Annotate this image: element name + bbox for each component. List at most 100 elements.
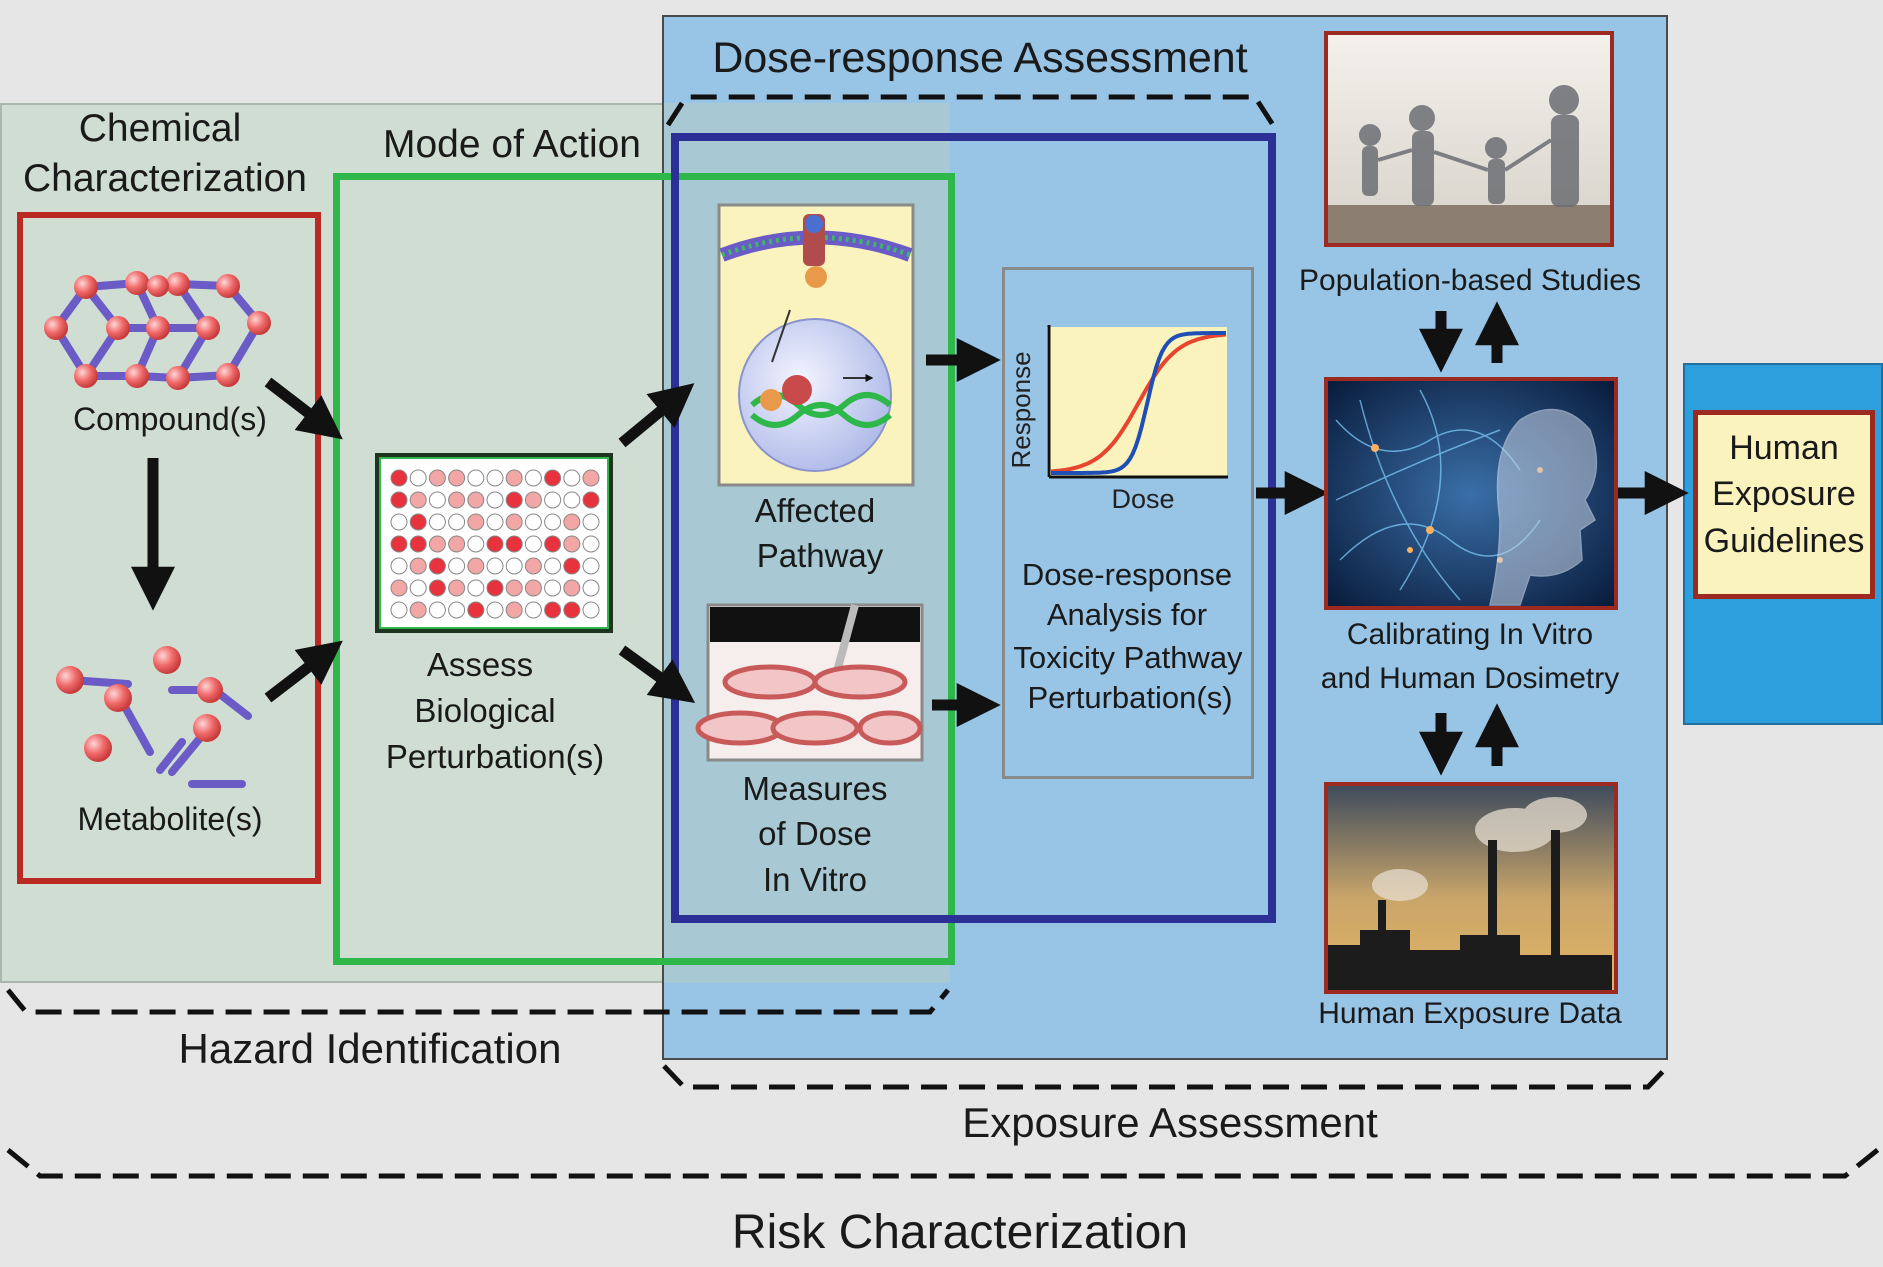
plate-well — [467, 535, 485, 553]
plate-well — [390, 469, 408, 487]
plate-well — [505, 491, 523, 509]
plate-well — [563, 557, 581, 575]
plate-well — [582, 579, 600, 597]
mode-of-action-box — [333, 173, 955, 965]
calibrating-line2: and Human Dosimetry — [1320, 662, 1620, 695]
compound-label: Compound(s) — [73, 401, 267, 437]
hazard-stage-label: Hazard Identification — [178, 1025, 562, 1072]
metabolite-label: Metabolite(s) — [77, 801, 263, 837]
cell-pathway-icon — [717, 203, 915, 487]
plate-well — [524, 535, 542, 553]
plate-well — [390, 579, 408, 597]
plate-well — [409, 491, 427, 509]
red-response-curve — [1050, 332, 1227, 474]
chart-y-label: Response — [1006, 351, 1036, 468]
plate-well — [563, 601, 581, 619]
plate-well — [486, 601, 504, 619]
plate-well — [409, 535, 427, 553]
measures-line3: In Vitro — [763, 861, 867, 898]
plate-well — [582, 513, 600, 531]
assess-label-line1: Assess — [426, 646, 534, 683]
affected-pathway-line2: Pathway — [756, 537, 884, 574]
plate-well — [409, 601, 427, 619]
plate-well — [409, 469, 427, 487]
chemical-characterization-box — [17, 212, 321, 884]
risk-stage-label: Risk Characterization — [731, 1206, 1189, 1259]
plate-well — [428, 513, 446, 531]
plate-well — [448, 601, 466, 619]
plate-well — [390, 491, 408, 509]
guidelines-line3: Guidelines — [1703, 522, 1865, 560]
dose-response-stage-label: Dose-response Assessment — [712, 34, 1248, 82]
molecule-network-icon — [44, 271, 271, 390]
dose-response-bracket — [665, 94, 1276, 127]
plate-well — [524, 513, 542, 531]
molecule-fragments-icon — [56, 646, 252, 788]
calibrating-line1: Calibrating In Vitro — [1346, 618, 1594, 651]
plate-well — [390, 557, 408, 575]
plate-well — [544, 535, 562, 553]
plate-well — [409, 579, 427, 597]
plate-well — [467, 557, 485, 575]
hazard-bracket — [6, 988, 950, 1015]
assess-to-measures-arrow — [618, 645, 696, 703]
plate-well — [505, 579, 523, 597]
plate-well — [563, 469, 581, 487]
plate-well — [563, 535, 581, 553]
analysis-line2: Analysis for — [1046, 597, 1208, 632]
plate-well — [448, 469, 466, 487]
mode-of-action-title: Mode of Action — [383, 123, 641, 166]
plate-well — [467, 513, 485, 531]
plate-well — [524, 601, 542, 619]
plate-well — [505, 513, 523, 531]
metabolite-to-assess-arrow — [264, 640, 343, 703]
guidelines-line1: Human — [1729, 429, 1839, 467]
plate-well — [486, 579, 504, 597]
plate-well — [524, 469, 542, 487]
plate-well — [486, 491, 504, 509]
population-label: Population-based Studies — [1299, 264, 1641, 297]
plate-well — [505, 601, 523, 619]
plate-well — [544, 469, 562, 487]
plate-well — [563, 513, 581, 531]
chemical-title-line2: Characterization — [23, 157, 307, 200]
plate-well — [428, 469, 446, 487]
plate-well — [428, 579, 446, 597]
plate-well — [582, 601, 600, 619]
plate-well — [582, 557, 600, 575]
neural-head-icon — [1324, 377, 1618, 610]
dose-response-chart: Response Dose — [1006, 325, 1228, 514]
plate-well — [467, 579, 485, 597]
plate-well — [448, 579, 466, 597]
analysis-line1: Dose-response — [1021, 557, 1233, 592]
risk-bracket — [6, 1146, 1882, 1179]
petri-dish-icon — [695, 603, 924, 762]
plate-well — [467, 469, 485, 487]
guidelines-box — [1693, 410, 1875, 599]
exposure-bracket — [662, 1064, 1670, 1090]
measures-line1: Measures — [742, 770, 888, 807]
plate-well — [582, 469, 600, 487]
plate-well — [544, 491, 562, 509]
plate-well — [582, 491, 600, 509]
well-plate-icon — [375, 453, 613, 633]
chemical-title-line1: Chemical — [78, 107, 242, 150]
assess-label-line2: Biological — [414, 692, 556, 729]
plate-well — [544, 601, 562, 619]
plate-well — [505, 469, 523, 487]
dose-response-box — [671, 133, 1276, 923]
plate-well — [467, 491, 485, 509]
plate-well — [563, 579, 581, 597]
chart-x-label: Dose — [1111, 484, 1174, 514]
family-silhouette-icon — [1324, 31, 1614, 247]
exposure-stage-label: Exposure Assessment — [962, 1099, 1378, 1146]
plate-well — [486, 513, 504, 531]
plate-well — [409, 513, 427, 531]
plate-well — [390, 535, 408, 553]
plate-well — [544, 513, 562, 531]
plate-well — [524, 579, 542, 597]
analysis-line3: Toxicity Pathway — [1013, 640, 1243, 675]
guidelines-line2: Exposure — [1712, 475, 1856, 513]
plate-well — [409, 557, 427, 575]
